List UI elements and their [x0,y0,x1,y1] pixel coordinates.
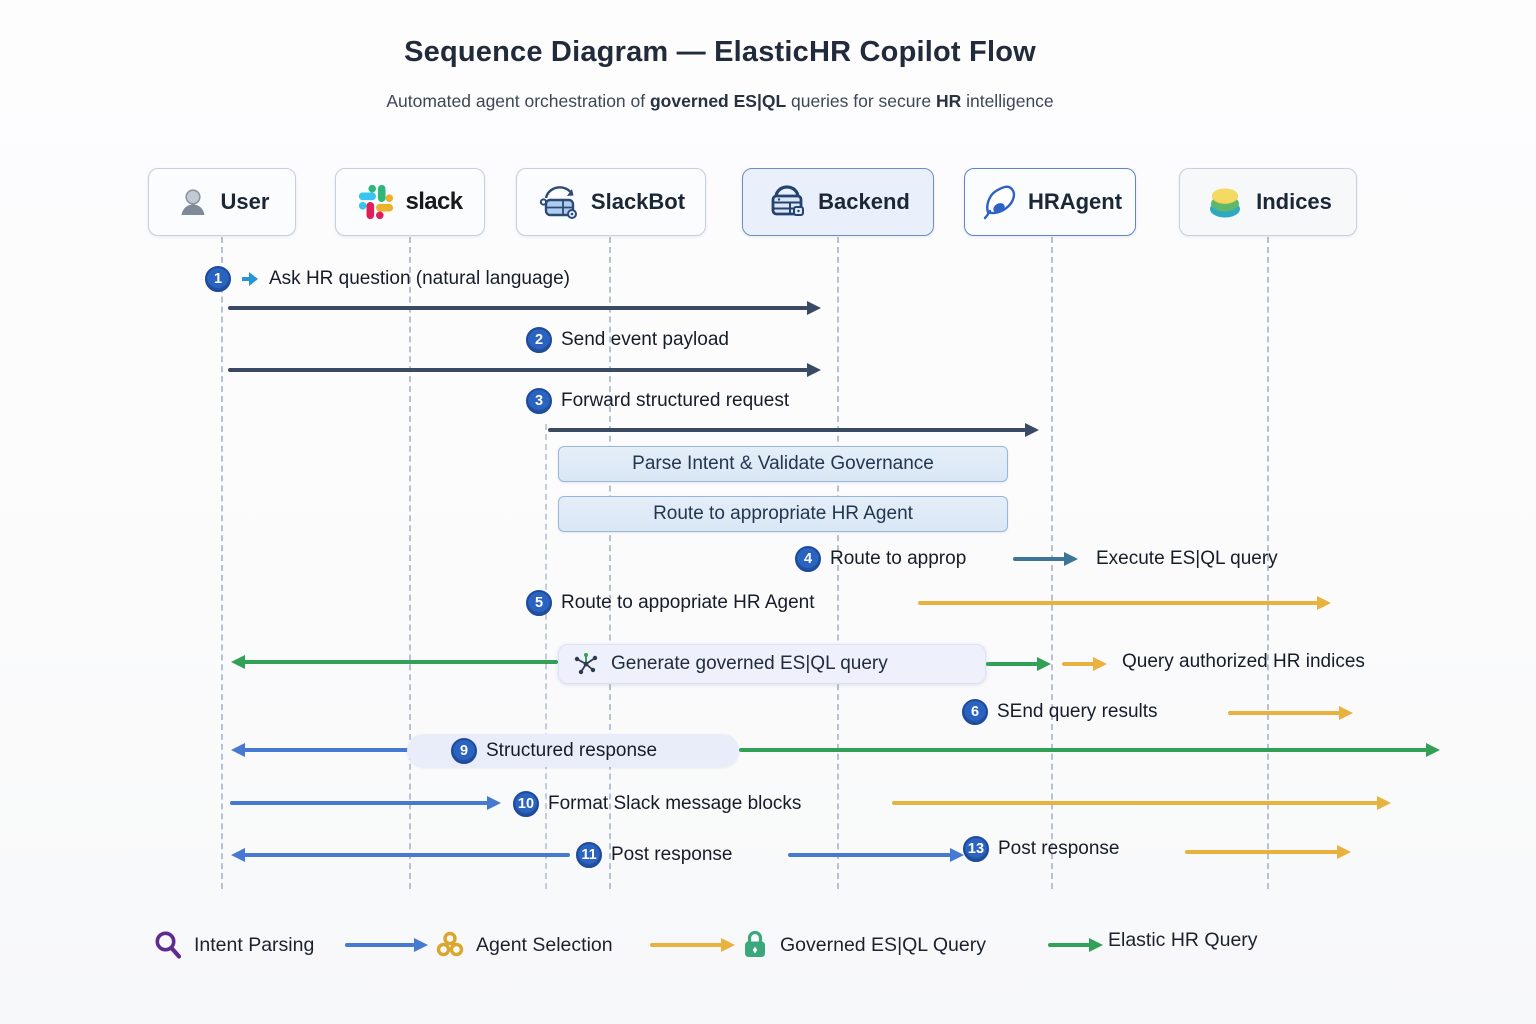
lifeline-indices [1267,237,1269,889]
message-13: 13 Post response [963,836,1119,862]
legend-label: Elastic HR Query [1108,929,1258,951]
legend-arrow-yellow [650,943,722,947]
legend-label: Governed ES|QL Query [780,933,986,956]
step-badge: 4 [795,546,821,572]
slack-icon [359,184,394,220]
message-label: Route to approp [830,548,967,569]
message-11: 11 Post response [576,842,732,868]
actor-box-indices: Indices [1179,168,1357,236]
actor-label: slack [405,188,463,215]
arrow-generate-to-indices-yellow [1062,662,1094,666]
legend-label: Agent Selection [476,933,613,956]
arrow-format-blocks-yellow [892,801,1378,805]
legend-governed-query: Governed ES|QL Query [740,929,986,961]
graph-nodes-icon [574,653,598,675]
step-badge: 1 [205,266,231,292]
step-badge: 2 [526,327,552,353]
message-1: 1 Ask HR question (natural language) [205,266,570,292]
lock-icon [745,930,765,957]
step-badge: 5 [526,590,552,616]
message-label: Ask HR question (natural language) [269,268,571,289]
arrow-hragent-yellow [918,601,1318,605]
actor-box-hragent: HRAgent [964,168,1136,236]
message-label: Post response [998,838,1120,859]
execute-query-label: Execute ES|QL query [1096,548,1278,569]
page-title: Sequence Diagram — ElasticHR Copilot Flo… [404,36,1036,68]
message-label: SEnd query results [997,701,1158,722]
actor-box-user: User [148,168,296,236]
arrow-structured-response-green [739,748,1427,752]
step-badge: 10 [513,791,539,817]
arrow-query-results [1228,711,1340,715]
generate-query-box: Generate governed ES|QL query [558,644,986,684]
query-indices-label: Query authorized HR indices [1122,651,1365,672]
header: Sequence Diagram — ElasticHR Copilot Flo… [0,0,1440,112]
step-badge: 11 [576,842,602,868]
message-label: Post response [611,844,733,865]
message-5: 5 Route to appopriate HR Agent [526,590,815,616]
step-badge: 6 [962,699,988,725]
arrow-post-response-blue [788,853,951,857]
legend-label: Intent Parsing [194,933,315,956]
page-subtitle: Automated agent orchestration of governe… [386,91,1054,111]
actor-label: Backend [818,189,910,214]
legend-intent-parsing: Intent Parsing [152,929,314,961]
arrow-user-to-backend [228,306,808,310]
structured-response-pill: 9 Structured response [407,734,739,767]
send-arrow-icon [242,272,258,286]
backend-server-icon [771,185,805,216]
actor-label: HRAgent [1027,189,1123,214]
lifeline-backend [837,237,839,889]
message-6: 6 SEnd query results [962,699,1158,725]
arrow-route-to-execute [1013,557,1065,561]
step-badge: 3 [526,388,552,414]
legend-elastic-hr-query: Elastic HR Query [1108,929,1258,952]
user-icon [181,189,205,215]
quill-icon [983,185,1016,220]
message-4: 4 Route to approp [795,546,966,572]
actor-box-slack: slack [335,168,485,236]
arrow-format-blocks-blue [230,801,488,805]
actor-label: SlackBot [590,189,686,214]
message-label: Route to appopriate HR Agent [561,592,815,613]
arrow-generate-to-indices-green [986,662,1038,666]
indices-stack-icon [1210,188,1241,218]
legend-arrow-green [1048,943,1090,947]
arrow-generate-to-user [244,660,558,664]
lifeline-extra [545,424,547,889]
message-label: Send event payload [561,329,729,350]
message-2: 2 Send event payload [526,327,729,353]
cluster-icon [436,931,464,957]
message-10: 10 Format Slack message blocks [513,791,801,817]
message-label: Format Slack message blocks [548,793,802,814]
message-label: Structured response [486,739,658,761]
legend-arrow-blue [345,943,415,947]
step-badge: 13 [963,836,989,862]
lifeline-hragent [1051,237,1053,889]
slackbot-icon [539,186,577,219]
lifeline-user [221,237,223,889]
arrow-post-response-to-user [244,853,570,857]
magnifier-icon [155,931,182,959]
lifeline-slackbot [609,237,611,889]
process-box-route: Route to appropriate HR Agent [558,496,1008,532]
generate-query-label: Generate governed ES|QL query [611,653,888,674]
message-3: 3 Forward structured request [526,388,789,414]
message-label: Forward structured request [561,390,790,411]
actor-box-slackbot: SlackBot [516,168,706,236]
actor-box-backend: Backend [742,168,934,236]
arrow-slackbot-to-hragent [548,428,1026,432]
lifeline-slack [409,237,411,889]
actor-label: Indices [1256,189,1332,214]
arrow-user-to-backend-2 [228,368,808,372]
process-box-parse: Parse Intent & Validate Governance [558,446,1008,482]
step-badge: 9 [451,737,477,764]
arrow-post-response-yellow [1185,850,1338,854]
process-label: Parse Intent & Validate Governance [632,453,934,474]
actor-label: User [220,189,270,214]
arrow-response-to-user [244,748,410,752]
process-label: Route to appropriate HR Agent [653,503,913,524]
legend-agent-selection: Agent Selection [434,929,613,961]
